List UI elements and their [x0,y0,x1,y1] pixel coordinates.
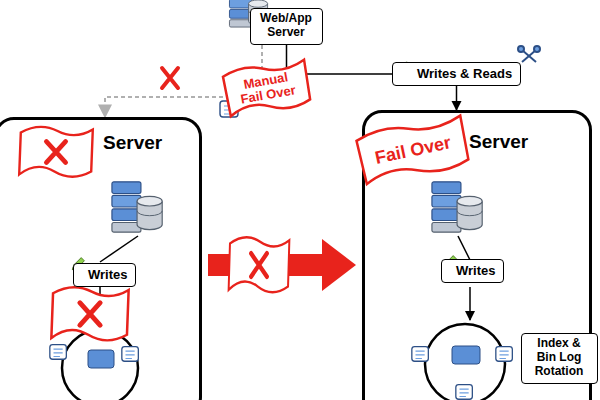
log-scroll [50,345,67,360]
node-label: Writes [88,267,129,282]
write-arrow [469,287,471,320]
label-box: Writes [441,259,504,283]
server-region: ServerFail OverWritesIndex & Bin Log Rot… [362,110,592,400]
node-label: Fail Over [360,110,467,191]
node-label: Writes & Reads [417,66,514,81]
log-scroll [412,347,429,362]
log-scroll [456,385,473,400]
failed-flag [51,287,128,340]
log-file [452,346,480,364]
log-ring [425,324,505,400]
failover-arrow-head [322,239,356,291]
node-label: Web/App Server [257,12,315,40]
link-line [458,236,470,260]
log-scroll [496,347,512,362]
label-box: Writes & Reads [392,62,521,86]
link-line [100,236,138,262]
server-region: ServerWrites [0,117,202,400]
log-scroll [122,347,138,362]
failed-flag [19,127,93,177]
label-box: Writes [73,263,136,287]
node-label: Index & Bin Log Rotation [528,337,590,378]
connector [456,86,457,110]
connector-line [456,86,458,110]
tool-icon [518,46,540,62]
failover-flag: Fail Over [350,108,476,193]
database-icon [432,182,482,232]
failed-flag [229,237,290,292]
broken-link-mark [162,68,178,88]
failover-flag: Manual Fail Over [218,53,316,124]
node-label: Manual Fail Over [230,55,305,122]
region-heading: Server [469,131,528,153]
label-box: Web/App Server [250,8,323,45]
log-file [88,350,114,368]
region-heading: Server [103,132,162,154]
label-box: Index & Bin Log Rotation [521,333,598,384]
node-label: Writes [456,263,497,278]
database-icon [112,182,162,232]
